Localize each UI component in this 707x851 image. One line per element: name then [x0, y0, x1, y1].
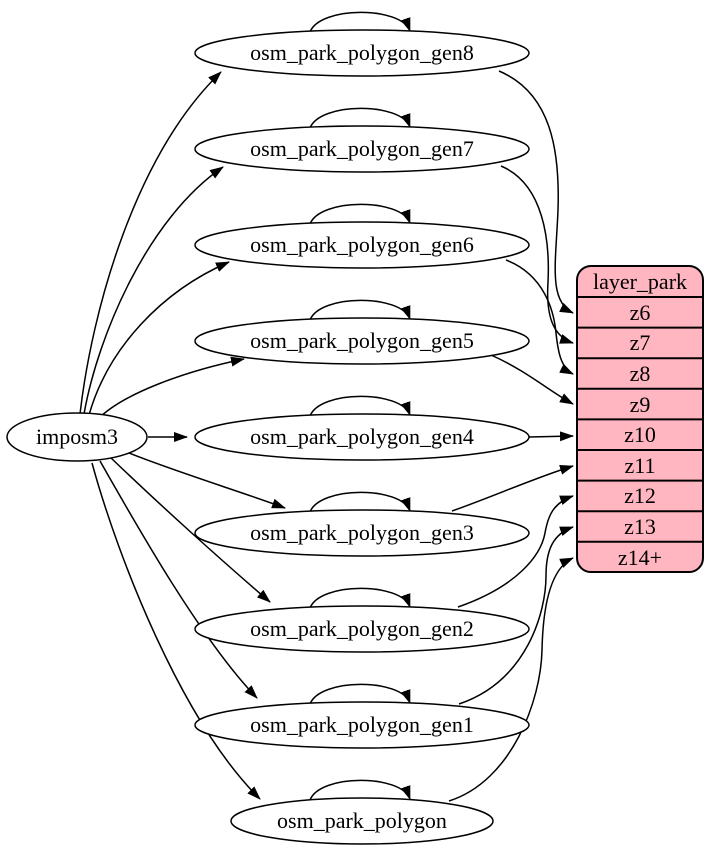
node-gen5-label: osm_park_polygon_gen5 [250, 328, 474, 353]
self-loop-gen5 [309, 299, 411, 321]
node-osm-park-polygon-gen5: osm_park_polygon_gen5 [194, 317, 530, 365]
edge-imposm3-to-gen3 [123, 450, 286, 509]
node-gen7-label: osm_park_polygon_gen7 [250, 136, 474, 161]
node-osm-park-polygon-gen7: osm_park_polygon_gen7 [194, 125, 530, 173]
node-polygon-shape [230, 797, 494, 845]
edge-gen8-to-z6 [498, 70, 574, 314]
node-gen2-shape [194, 605, 530, 653]
edge-imposm3-to-polygon [91, 462, 261, 800]
edge-gen5-to-z9 [490, 354, 574, 405]
node-osm-park-polygon-gen1: osm_park_polygon_gen1 [194, 701, 530, 749]
node-osm-park-polygon-gen3: osm_park_polygon_gen3 [194, 509, 530, 557]
node-gen3-label: osm_park_polygon_gen3 [250, 520, 474, 545]
edge-imposm3-to-gen6 [88, 261, 230, 416]
self-loop-gen7 [309, 107, 411, 129]
node-osm-park-polygon-gen4: osm_park_polygon_gen4 [194, 413, 530, 461]
table-row-z10: z10 [624, 422, 656, 447]
node-polygon-label: osm_park_polygon [277, 808, 447, 833]
edge-imposm3-to-gen7 [83, 166, 224, 415]
node-gen3-shape [194, 509, 530, 557]
table-row-z14plus: z14+ [618, 545, 662, 570]
edge-polygon-to-z14plus [448, 557, 574, 802]
edge-imposm3-to-gen5 [97, 356, 245, 420]
node-osm-park-polygon-gen8: osm_park_polygon_gen8 [194, 29, 530, 77]
self-loop-gen1 [309, 683, 411, 705]
edge-imposm3-to-gen8 [79, 71, 222, 415]
node-imposm3: imposm3 [6, 412, 148, 462]
self-loop-gen4 [309, 395, 411, 417]
edge-gen2-to-z12 [457, 495, 574, 608]
node-gen4-shape [194, 413, 530, 461]
self-loop-gen2 [309, 587, 411, 609]
node-gen2-label: osm_park_polygon_gen2 [250, 616, 474, 641]
node-osm-park-polygon: osm_park_polygon [230, 797, 494, 845]
table-header-label: layer_park [593, 269, 687, 294]
node-gen7-shape [194, 125, 530, 173]
edge-gen1-to-z13 [458, 526, 574, 705]
node-gen5-shape [194, 317, 530, 365]
edge-imposm3-to-gen1 [99, 460, 258, 699]
node-gen8-label: osm_park_polygon_gen8 [250, 40, 474, 65]
edge-gen3-to-z11 [451, 465, 574, 512]
edge-gen4-to-z10 [528, 431, 574, 442]
table-row-z6: z6 [630, 300, 651, 325]
node-gen6-label: osm_park_polygon_gen6 [250, 232, 474, 257]
node-gen4-label: osm_park_polygon_gen4 [250, 424, 474, 449]
nodes-layer: imposm3 osm_park_polygon_gen8 osm_park_p… [6, 29, 530, 845]
edge-imposm3-to-gen2 [109, 456, 271, 603]
node-gen1-label: osm_park_polygon_gen1 [250, 712, 474, 737]
node-gen1-shape [194, 701, 530, 749]
table-layer-park: layer_park z6 z7 z8 z9 z10 z11 z12 z13 z… [576, 265, 704, 573]
node-osm-park-polygon-gen2: osm_park_polygon_gen2 [194, 605, 530, 653]
table-row-z7: z7 [630, 330, 651, 355]
node-osm-park-polygon-gen6: osm_park_polygon_gen6 [194, 221, 530, 269]
self-loop-gen6 [309, 203, 411, 225]
node-imposm3-label: imposm3 [36, 424, 118, 449]
edges-layer [79, 11, 574, 802]
node-gen8-shape [194, 29, 530, 77]
node-imposm3-shape [6, 412, 148, 462]
node-gen6-shape [194, 221, 530, 269]
self-loop-polygon [309, 779, 411, 801]
table-row-z12: z12 [624, 483, 656, 508]
self-loop-gen3 [309, 491, 411, 513]
self-loop-gen8 [309, 11, 411, 33]
edge-gen6-to-z8 [505, 259, 574, 375]
table-row-z11: z11 [625, 453, 656, 478]
table-row-z13: z13 [624, 514, 656, 539]
table-row-z8: z8 [630, 361, 651, 386]
table-row-z9: z9 [630, 392, 651, 417]
